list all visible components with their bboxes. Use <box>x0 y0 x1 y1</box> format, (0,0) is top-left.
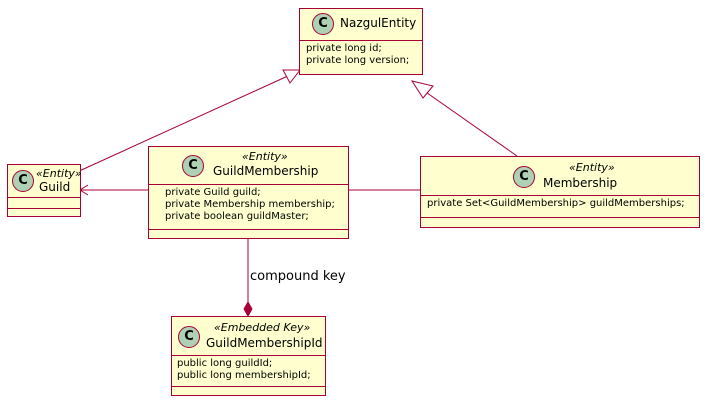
class-header: C «Entity» Guild <box>8 165 82 198</box>
field: private boolean guildMaster; <box>165 211 309 222</box>
field: public long membershipId; <box>177 370 311 381</box>
composition-label: compound key <box>250 269 346 284</box>
field-list: public long guildId; public long members… <box>172 356 325 382</box>
field: private long id; <box>306 43 382 54</box>
empty-method-compartment <box>172 386 325 387</box>
composition-diamond <box>243 300 253 318</box>
class-stereotype: «Entity» <box>242 150 288 163</box>
class-c-icon: C <box>12 170 34 192</box>
class-stereotype: «Embedded Key» <box>214 321 311 334</box>
empty-method-compartment <box>149 229 348 230</box>
class-guild[interactable]: C «Entity» Guild <box>7 164 82 217</box>
class-c-icon: C <box>312 13 334 35</box>
inheritance-arrowhead-guild <box>282 69 302 84</box>
field: private Guild guild; <box>165 187 261 198</box>
class-stereotype: «Entity» <box>36 167 82 180</box>
membership-extends-nazgulentity-line <box>419 87 518 157</box>
class-header: C «Entity» Membership <box>421 157 699 196</box>
class-header: C «Embedded Key» GuildMembershipId <box>172 317 325 356</box>
class-header: C NazgulEntity <box>300 9 422 41</box>
class-name: GuildMembership <box>213 164 319 178</box>
class-name: NazgulEntity <box>340 16 417 30</box>
field: private long version; <box>306 55 410 66</box>
empty-method-compartment <box>421 217 699 218</box>
class-c-icon: C <box>182 155 204 177</box>
empty-method-compartment <box>8 208 80 209</box>
class-name: Membership <box>543 176 618 190</box>
field: private Set<GuildMembership> guildMember… <box>427 198 685 209</box>
guild-extends-nazgulentity-line <box>76 74 291 173</box>
inheritance-arrowhead-membership <box>410 80 434 99</box>
class-guild-membership-id[interactable]: C «Embedded Key» GuildMembershipId publi… <box>171 316 326 396</box>
class-name: GuildMembershipId <box>206 336 323 350</box>
class-c-icon: C <box>513 166 535 188</box>
field-list: private Set<GuildMembership> guildMember… <box>421 196 699 210</box>
class-header: C «Entity» GuildMembership <box>149 147 348 185</box>
class-name: Guild <box>39 180 71 194</box>
class-membership[interactable]: C «Entity» Membership private Set<GuildM… <box>420 156 700 228</box>
class-guild-membership[interactable]: C «Entity» GuildMembership private Guild… <box>148 146 349 239</box>
empty-field-compartment <box>8 198 80 208</box>
field: public long guildId; <box>177 358 273 369</box>
field-list: private Guild guild; private Membership … <box>149 185 348 223</box>
field: private Membership membership; <box>165 199 335 210</box>
class-stereotype: «Entity» <box>569 161 615 174</box>
class-c-icon: C <box>178 326 200 348</box>
field-list: private long id; private long version; <box>300 41 422 67</box>
class-nazgul-entity[interactable]: C NazgulEntity private long id; private … <box>299 8 423 75</box>
